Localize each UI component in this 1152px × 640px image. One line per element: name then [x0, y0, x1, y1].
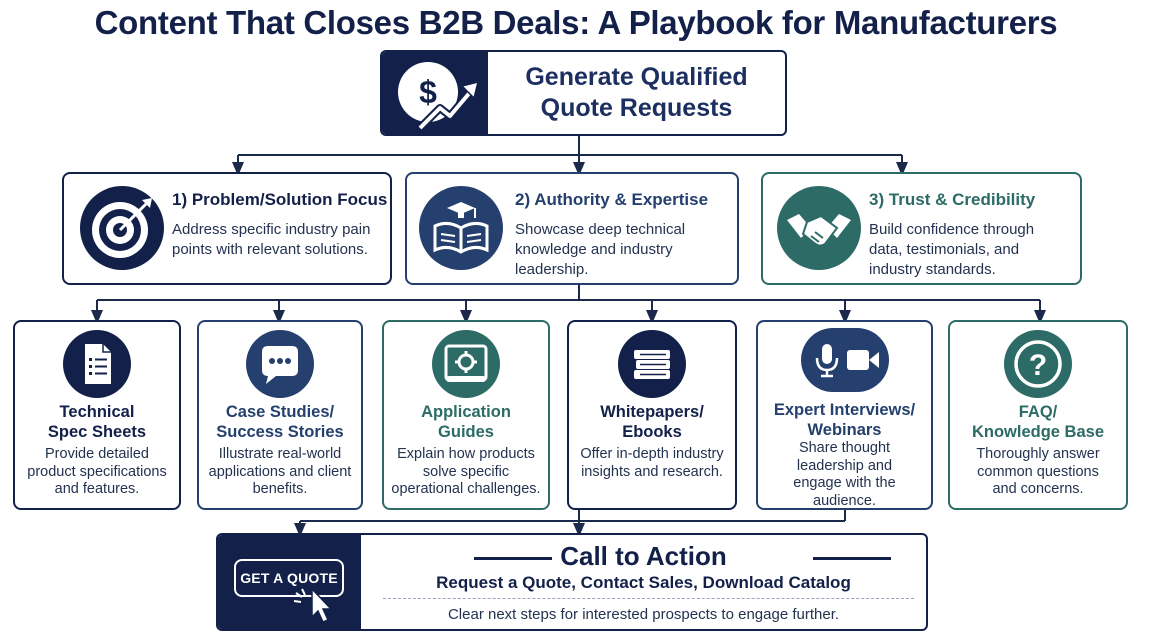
pillar-title: 1) Problem/Solution Focus	[172, 190, 388, 209]
pillar-trust-credibility: 3) Trust & Credibility Build confidence …	[761, 172, 1082, 285]
pillar-problem-solution: 1) Problem/Solution Focus Address specif…	[62, 172, 392, 285]
goal-box: $ Generate Qualified Quote Requests	[380, 50, 787, 136]
pillar-authority-expertise: 2) Authority & Expertise Showcase deep t…	[405, 172, 739, 285]
card-title-line1: Whitepapers/	[600, 403, 704, 421]
card-title: Technical Spec Sheets	[19, 402, 175, 442]
chat-bubble-icon	[246, 330, 314, 398]
svg-text:?: ?	[1029, 349, 1047, 382]
goal-title-line2: Quote Requests	[540, 94, 733, 122]
card-title-line1: FAQ/	[1018, 403, 1058, 421]
mic-video-icon	[800, 328, 889, 392]
books-stack-icon	[618, 330, 686, 398]
call-to-action-box: GET A QUOTE Call to Action Request a Quo…	[216, 533, 928, 631]
card-desc: Share thought leadership and engage with…	[793, 440, 896, 509]
card-desc: Offer in-depth industry insights and res…	[580, 446, 724, 480]
card-case-studies: Case Studies/ Success Stories Illustrate…	[197, 320, 363, 510]
card-desc: Illustrate real-world applications and c…	[208, 446, 352, 497]
goal-title: Generate Qualified Quote Requests	[488, 52, 785, 134]
card-technical-spec-sheets: Technical Spec Sheets Provide detailed p…	[13, 320, 181, 510]
goal-title-line1: Generate Qualified	[525, 63, 748, 91]
card-title-line1: Application	[421, 403, 511, 421]
card-desc: Provide detailed product specifications …	[27, 446, 167, 497]
card-application-guides: Application Guides Explain how products …	[382, 320, 550, 510]
card-title-line2: Ebooks	[622, 423, 682, 441]
card-title: FAQ/ Knowledge Base	[954, 402, 1122, 442]
page-title: Content That Closes B2B Deals: A Playboo…	[94, 4, 1058, 41]
question-icon: ?	[1004, 330, 1072, 398]
document-icon	[63, 330, 131, 398]
cta-icon-panel: GET A QUOTE	[218, 535, 361, 629]
svg-text:$: $	[419, 74, 437, 110]
cta-rule-right	[813, 557, 891, 560]
card-title: Whitepapers/ Ebooks	[573, 402, 731, 442]
card-desc: Thoroughly answer common questions and c…	[976, 446, 1100, 497]
cta-rule-left	[474, 557, 552, 560]
cta-title: Call to Action	[560, 541, 727, 571]
card-title-line2: Success Stories	[216, 423, 344, 441]
card-title-line2: Guides	[438, 423, 494, 441]
card-desc: Explain how products solve specific oper…	[391, 446, 541, 497]
pillar-desc: Showcase deep technical knowledge and in…	[515, 221, 686, 278]
cta-desc: Clear next steps for interested prospect…	[447, 606, 840, 623]
cta-divider	[383, 598, 914, 599]
book-graduation-icon	[419, 186, 503, 270]
card-title-line2: Spec Sheets	[47, 423, 147, 441]
target-icon	[80, 186, 164, 270]
card-title-line2: Knowledge Base	[971, 423, 1105, 441]
card-title: Case Studies/ Success Stories	[203, 402, 357, 442]
card-expert-interviews: Expert Interviews/ Webinars Share though…	[756, 320, 933, 510]
cta-subtitle: Request a Quote, Contact Sales, Download…	[436, 573, 851, 592]
get-a-quote-button[interactable]: GET A QUOTE	[234, 559, 344, 597]
blueprint-gear-icon	[432, 330, 500, 398]
pillar-desc: Address specific industry pain points wi…	[172, 221, 371, 258]
card-faq-knowledge-base: ? FAQ/ Knowledge Base Thoroughly answer …	[948, 320, 1128, 510]
pillar-title: 2) Authority & Expertise	[515, 190, 709, 209]
dollar-growth-icon: $	[382, 52, 488, 134]
card-title-line1: Technical	[59, 403, 135, 421]
pillar-desc: Build confidence through data, testimoni…	[869, 221, 1035, 278]
cursor-icon	[293, 587, 333, 623]
pillar-title: 3) Trust & Credibility	[869, 190, 1036, 209]
card-title-line2: Webinars	[807, 421, 882, 439]
card-title: Expert Interviews/ Webinars	[762, 400, 927, 440]
card-title-line1: Case Studies/	[225, 403, 335, 421]
card-whitepapers-ebooks: Whitepapers/ Ebooks Offer in-depth indus…	[567, 320, 737, 510]
card-title-line1: Expert Interviews/	[773, 401, 916, 419]
card-title: Application Guides	[388, 402, 544, 442]
handshake-icon	[777, 186, 861, 270]
